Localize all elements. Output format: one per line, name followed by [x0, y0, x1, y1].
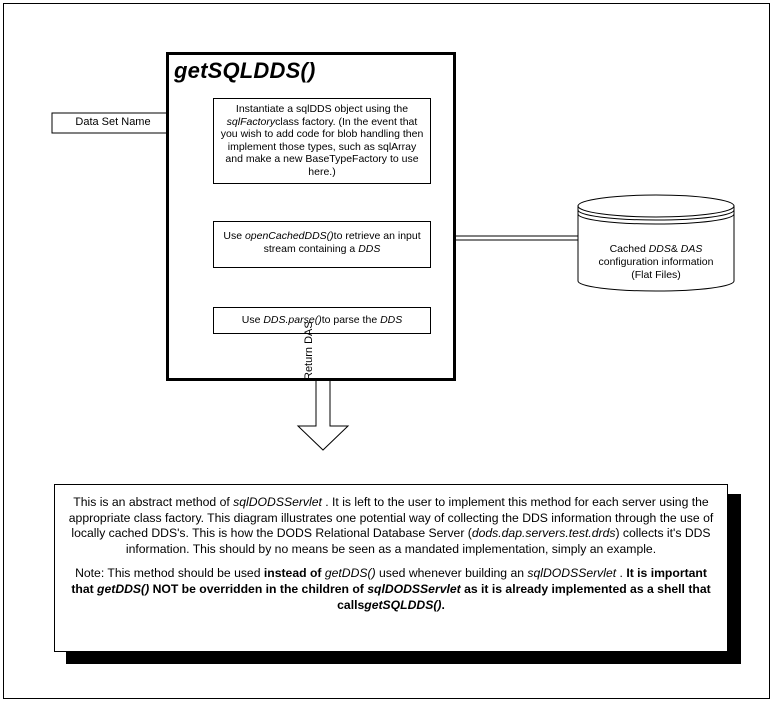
note-p2-a: Note: This method should be used [75, 566, 264, 581]
note-p2-getdds: getDDS() [324, 566, 376, 581]
note-p2-bold3: NOT be overridden in the children of [149, 581, 368, 596]
note-p1-pkg: dods.dap.servers.test.drds [471, 526, 616, 541]
cache-line3: (Flat Files) [631, 269, 681, 281]
step-parse: Use DDS.parse()to parse the DDS [213, 307, 431, 334]
step2-method: openCachedDDS() [244, 230, 334, 242]
note-p1-c: ) collects it's DDS information. This sh… [125, 526, 711, 556]
note-p2-bold4: as it is already implemented as a shell … [337, 581, 711, 612]
note-p2-c: . [616, 566, 627, 581]
note-paragraph-2: Note: This method should be used instead… [67, 566, 715, 613]
input-label: Data Set Name [75, 116, 151, 128]
cache-cylinder-icon [577, 194, 735, 292]
step3-prefix: Use [241, 314, 264, 326]
note-p2-bold2: It is important that [71, 566, 707, 596]
step-open-cached: Use openCachedDDS()to retrieve an input … [213, 221, 431, 268]
note-p1-b: . It is left to the user to implement th… [68, 495, 714, 541]
note-p2-b: used whenever building an [375, 566, 528, 581]
note-p1-a: This is an abstract method of [73, 495, 234, 509]
note-p1-class: sqlDODSServlet [233, 495, 322, 509]
step1-line1: Instantiate a sqlDDS object using the [235, 103, 409, 115]
note-p2-class: sqlDODSServlet [527, 566, 617, 581]
step1-factory: sqlFactory [226, 115, 276, 128]
cache-dds: DDS [648, 243, 671, 255]
step3-dds: DDS [380, 314, 403, 326]
step2-dds: DDS [358, 242, 381, 255]
return-label: Return DAS [303, 321, 315, 380]
step1-rest: class factory. (In the event that you wi… [220, 115, 424, 178]
note-p2-getsql: getSQLDDS() [364, 597, 442, 612]
step2-middle: to retrieve an input stream containing a [263, 230, 421, 255]
cache-amp: & [670, 243, 681, 255]
page-frame [3, 3, 770, 699]
step3-middle: to parse the [321, 314, 381, 326]
cache-prefix: Cached [609, 243, 649, 255]
note-p2-end: . [441, 597, 445, 612]
note-p2-bold1: instead of [263, 566, 325, 581]
note-p2-class2: sqlDODSServlet [367, 581, 461, 596]
note-box: This is an abstract method of sqlDODSSer… [54, 484, 728, 652]
note-p2-bold-block: It is important that getDDS() NOT be ove… [71, 566, 710, 611]
note-p2-getdds2: getDDS() [97, 581, 150, 596]
cache-line2: configuration information [598, 256, 714, 268]
step3-method: DDS.parse() [263, 314, 322, 326]
diagram-title: getSQLDDS() [174, 58, 316, 83]
step2-prefix: Use [223, 230, 245, 242]
note-paragraph-1: This is an abstract method of sqlDODSSer… [67, 495, 715, 557]
cache-das: DAS [680, 243, 703, 255]
